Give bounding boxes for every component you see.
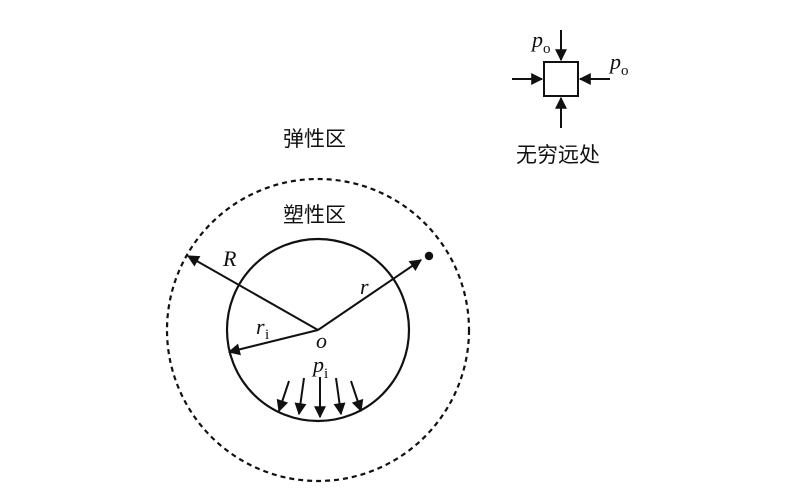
svg-text:o: o	[621, 63, 629, 79]
svg-text:p: p	[608, 49, 621, 74]
svg-text:r: r	[256, 314, 265, 339]
svg-text:i: i	[265, 327, 269, 343]
svg-text:o: o	[543, 41, 551, 57]
radius-R-arrow	[186, 255, 319, 331]
far-field-element	[512, 30, 610, 128]
far-pressure-top-label: p o	[530, 27, 551, 57]
elastic-zone-label: 弹性区	[283, 127, 346, 151]
plastic-zone-boundary	[165, 177, 471, 483]
radius-r-label: r	[360, 274, 369, 299]
radius-r-arrow	[317, 259, 422, 331]
inner-pressure-label: p i	[311, 352, 328, 382]
point-marker	[424, 251, 434, 261]
stress-element-square	[543, 61, 579, 97]
inner-opening-boundary	[225, 237, 411, 423]
svg-text:p: p	[311, 352, 324, 377]
radius-ri-label: r i	[256, 314, 269, 343]
far-pressure-right-label: p o	[608, 49, 629, 79]
far-field-label: 无穷远处	[516, 143, 600, 167]
origin-label: o	[316, 328, 327, 353]
radius-ri-arrow	[227, 329, 319, 356]
svg-text:i: i	[324, 366, 328, 382]
plastic-zone-label: 塑性区	[283, 203, 346, 227]
svg-text:p: p	[530, 27, 543, 52]
radius-R-label: R	[222, 246, 237, 271]
inner-pressure-arrows	[276, 377, 364, 419]
